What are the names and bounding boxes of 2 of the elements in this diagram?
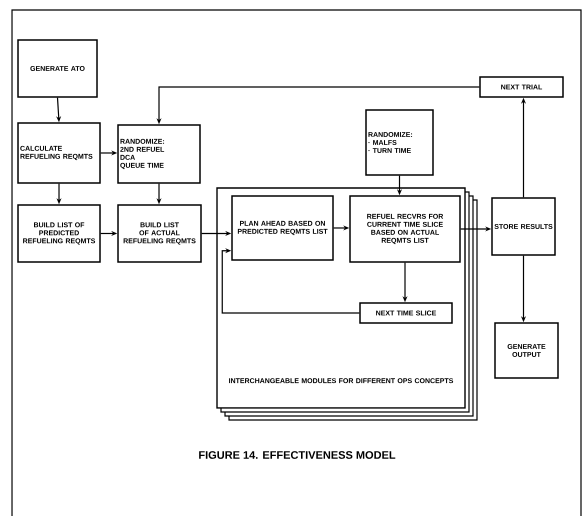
caption-text: FIGURE 14. EFFECTIVENESS MODEL xyxy=(199,451,396,459)
arrow xyxy=(222,248,360,314)
